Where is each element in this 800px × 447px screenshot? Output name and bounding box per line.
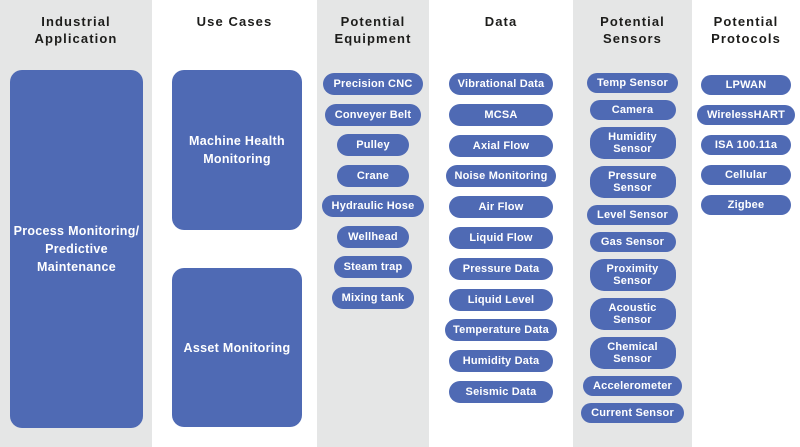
column-potential-equipment: Potential Equipment Precision CNC Conveye… [317, 0, 429, 447]
sensor-pill: Level Sensor [587, 205, 678, 225]
column-header-potential-protocols: Potential Protocols [711, 14, 781, 46]
sensor-pill: Temp Sensor [586, 73, 679, 93]
data-pill: Liquid Flow [449, 226, 553, 249]
column-header-use-cases: Use Cases [196, 14, 273, 29]
data-pill: Noise Monitoring [446, 165, 556, 188]
data-pill: Temperature Data [445, 319, 557, 342]
column-use-cases: Use Cases Machine Health Monitoring Asse… [152, 0, 317, 447]
equipment-pill: Mixing tank [331, 286, 415, 309]
column-header-data: Data [484, 14, 518, 29]
column-header-potential-equipment: Potential Equipment [334, 14, 412, 46]
column-header-potential-sensors: Potential Sensors [600, 14, 665, 46]
sensor-pill: Chemical Sensor [589, 337, 676, 369]
protocol-pill: Cellular [701, 165, 791, 185]
sensor-pill: Gas Sensor [589, 232, 676, 252]
equipment-pill: Pulley [337, 134, 409, 156]
protocol-pill: ISA 100.11a [701, 135, 791, 155]
equipment-pill: Crane [337, 164, 409, 187]
sensor-pill: Camera [589, 100, 676, 120]
machine-health-monitoring-box: Machine Health Monitoring [172, 70, 302, 230]
sensor-pill: Proximity Sensor [589, 259, 676, 291]
equipment-pill: Wellhead [337, 225, 409, 248]
protocol-pill: LPWAN [701, 75, 791, 95]
column-potential-protocols: Potential Protocols LPWAN WirelessHART ISA… [692, 0, 800, 447]
sensor-pill: Accelerometer [582, 376, 683, 396]
data-pill: Pressure Data [449, 257, 553, 280]
sensor-pill: Pressure Sensor [589, 166, 676, 198]
sensor-pill: Current Sensor [581, 403, 684, 423]
equipment-pill: Hydraulic Hose [321, 195, 425, 217]
protocol-pill: Zigbee [701, 195, 791, 215]
equipment-pill: Steam trap [333, 256, 413, 278]
column-industrial-application: Industrial Application Process Monitorin… [0, 0, 152, 447]
data-pill: Humidity Data [449, 350, 553, 373]
column-header-industrial-application: Industrial Application [34, 14, 118, 46]
asset-monitoring-box: Asset Monitoring [172, 268, 302, 427]
sensor-pill: Humidity Sensor [589, 127, 676, 159]
data-pill: Liquid Level [449, 288, 553, 311]
data-pill: Axial Flow [449, 134, 553, 157]
data-pill: Air Flow [449, 196, 553, 219]
process-monitoring-box: Process Monitoring/ Predictive Maintenan… [10, 70, 143, 428]
data-pill: Seismic Data [449, 380, 553, 403]
data-pill: Vibrational Data [449, 73, 553, 95]
equipment-pill: Precision CNC [323, 73, 423, 95]
equipment-pill: Conveyer Belt [324, 103, 422, 126]
sensor-pill: Acoustic Sensor [589, 298, 676, 330]
data-pill: MCSA [449, 103, 553, 126]
protocol-pill: WirelessHART [696, 105, 796, 125]
